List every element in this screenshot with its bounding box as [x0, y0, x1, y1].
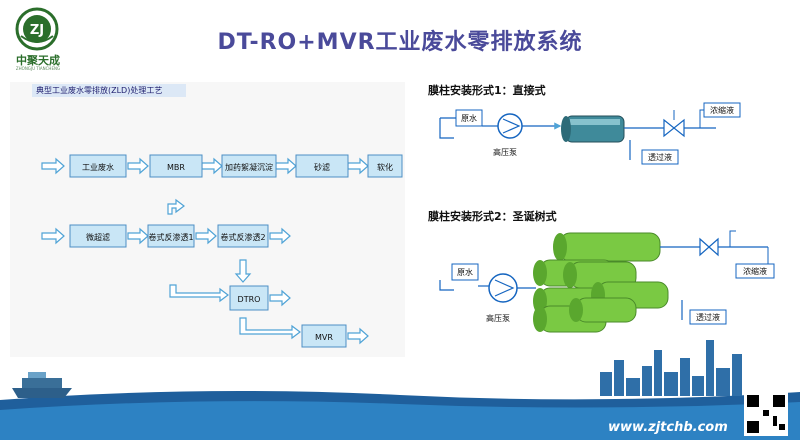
high-pressure-pump-label: 高压泵	[493, 147, 517, 157]
box-label: 砂滤	[314, 162, 330, 172]
membrane-columns-group	[533, 232, 669, 333]
city-skyline-icon	[600, 340, 742, 396]
box-label: 微超滤	[86, 232, 110, 242]
qr-code-icon	[744, 392, 788, 436]
box-softening: 软化	[367, 154, 403, 178]
raw-water-label: 原水	[461, 113, 477, 123]
valve-icon	[699, 237, 719, 257]
direct-install-diagram: 原水 高压泵 浓缩液 透过液	[439, 102, 741, 165]
logo-subtext: ZHONGJU TIANCHENG	[15, 66, 61, 71]
box-label: DTRO	[238, 295, 261, 304]
flow-arrows-row2	[41, 198, 369, 345]
box-dtro: DTRO	[229, 285, 269, 311]
svg-text:ZJ: ZJ	[30, 23, 44, 38]
box-sand-filter: 砂滤	[295, 154, 349, 178]
box-mbr: MBR	[149, 154, 203, 178]
box-spiral-ro2: 卷式反渗透2	[217, 224, 269, 248]
form2-title: 膜柱安装形式2：圣诞树式	[428, 210, 557, 223]
concentrate-label: 浓缩液	[710, 105, 734, 115]
concentrate-label: 浓缩液	[743, 266, 767, 276]
box-label: 卷式反渗透2	[220, 232, 265, 242]
box-label: MVR	[315, 333, 333, 342]
logo-text: 中聚天成	[16, 54, 60, 67]
panel-title: 典型工业废水零排放(ZLD)处理工艺	[36, 86, 163, 95]
box-label: 软化	[377, 162, 393, 172]
footer-decoration	[0, 340, 800, 440]
permeate-label: 透过液	[696, 312, 720, 322]
christmas-tree-install-diagram: 原水 高压泵 浓缩液	[439, 230, 775, 333]
flow-arrows-row1	[41, 157, 369, 175]
box-label: 卷式反渗透1	[148, 232, 193, 242]
box-label: 加药絮凝沉淀	[225, 162, 273, 172]
website-url[interactable]: www.zjtchb.com	[608, 420, 728, 435]
box-chemical-coagulation: 加药絮凝沉淀	[221, 154, 277, 178]
box-spiral-ro1: 卷式反渗透1	[147, 224, 195, 248]
box-label: 工业废水	[82, 162, 114, 172]
high-pressure-pump-label: 高压泵	[486, 313, 510, 323]
box-industrial-wastewater: 工业废水	[69, 154, 127, 178]
valve-icon	[663, 118, 685, 138]
box-mvr: MVR	[301, 324, 347, 348]
box-ultrafiltration: 微超滤	[69, 224, 127, 248]
raw-water-label: 原水	[457, 267, 473, 277]
company-logo: ZJ	[14, 6, 60, 52]
box-label: MBR	[167, 163, 185, 172]
ship-icon	[12, 372, 72, 398]
page-title: DT-RO+MVR工业废水零排放系统	[217, 30, 583, 55]
permeate-label: 透过液	[648, 152, 672, 162]
left-process-panel	[10, 82, 405, 357]
form1-title: 膜柱安装形式1：直接式	[428, 84, 546, 97]
panel-title-bar	[32, 84, 186, 97]
